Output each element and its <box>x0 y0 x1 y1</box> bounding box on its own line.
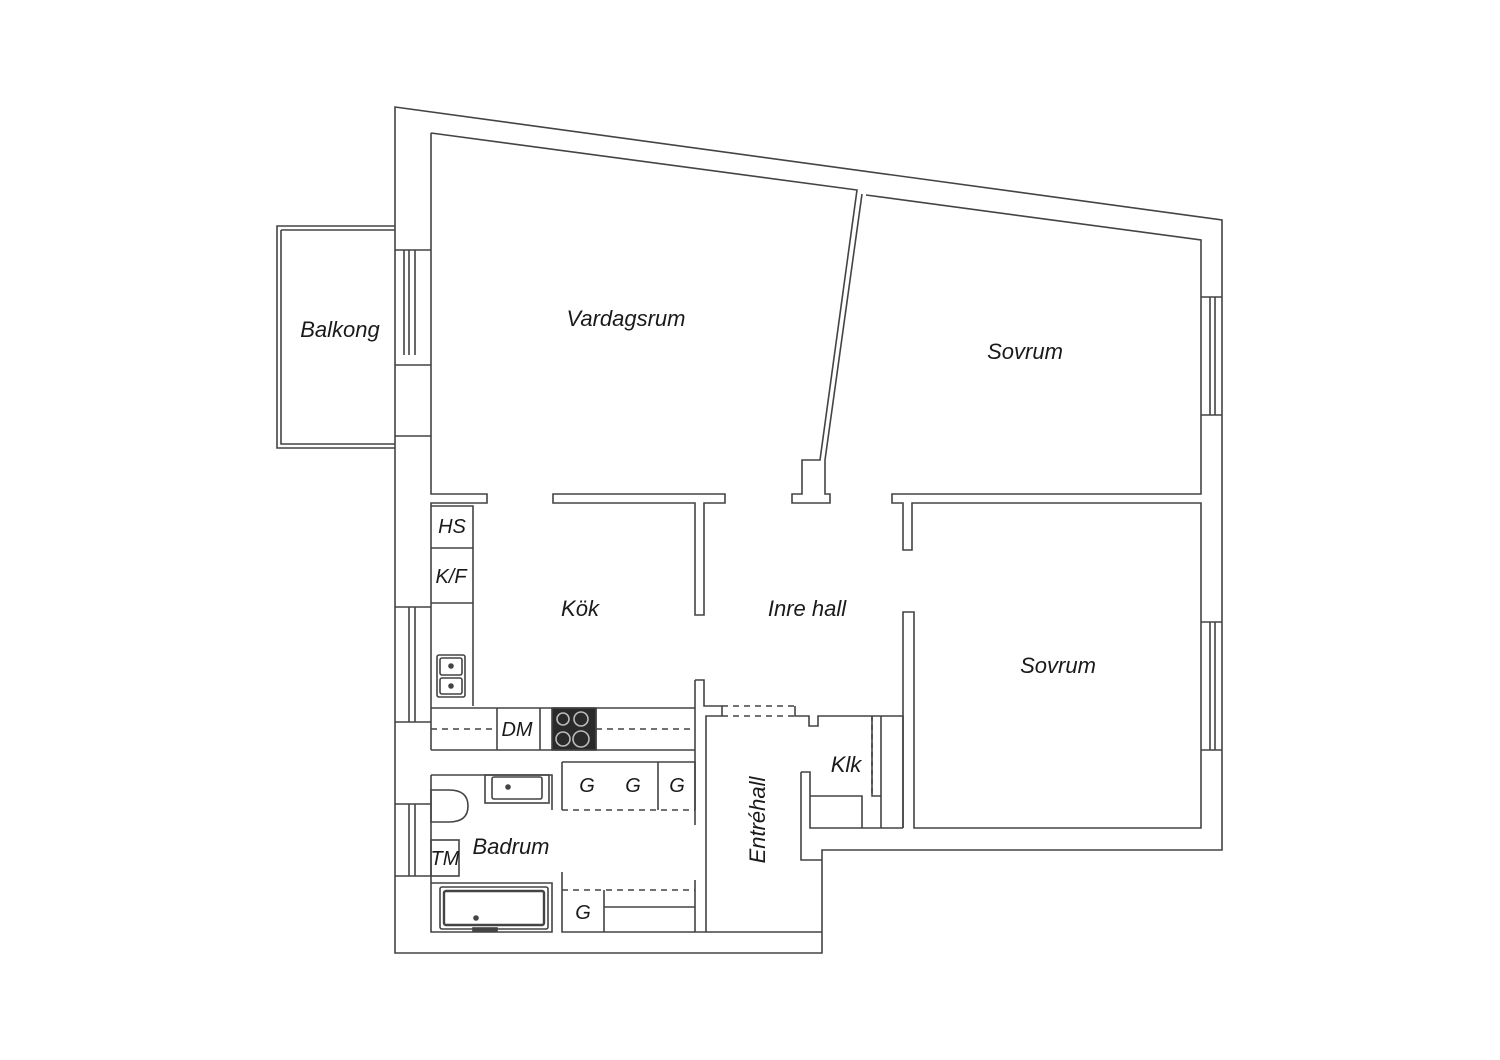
fixture-label-g2: G <box>625 775 641 797</box>
toilet <box>430 789 469 823</box>
bathtub <box>439 886 549 930</box>
tm-box <box>430 839 460 877</box>
room-label-entrehall: Entréhall <box>745 775 770 863</box>
wardrobe-group-top <box>561 761 696 810</box>
klk-wall <box>801 716 903 829</box>
hall-wall-right <box>794 706 904 828</box>
hall-wall-left <box>694 679 723 933</box>
fixture-label-tm: TM <box>431 848 460 870</box>
fixture-label-g3: G <box>669 775 685 797</box>
window-kok <box>395 606 431 723</box>
kok-top-wall <box>552 493 726 616</box>
sovrum-1-wall <box>865 194 1202 829</box>
fixture-label-hs: HS <box>438 516 466 538</box>
kitchen-counter-left <box>431 505 474 706</box>
window-badrum <box>395 803 431 877</box>
room-label-sovrum-2: Sovrum <box>1020 653 1096 678</box>
wardrobe-group-bottom <box>561 872 695 933</box>
room-label-klk: Klk <box>831 752 863 777</box>
entrehall-wall <box>706 772 822 933</box>
sink <box>436 654 466 698</box>
vardagsrum-wall <box>430 132 863 504</box>
room-label-inre-hall: Inre hall <box>768 596 847 621</box>
room-label-sovrum-1: Sovrum <box>987 339 1063 364</box>
window-sovrum-2 <box>1201 621 1222 751</box>
washbasin <box>484 774 550 804</box>
room-label-balkong: Balkong <box>300 317 380 342</box>
window-sovrum-1 <box>1201 296 1222 416</box>
fixture-label-kf: K/F <box>435 566 468 588</box>
fixture-label-g4: G <box>575 902 591 924</box>
balkong <box>276 225 395 449</box>
room-label-badrum: Badrum <box>472 834 549 859</box>
fixture-label-g1: G <box>579 775 595 797</box>
room-label-vardagsrum: Vardagsrum <box>566 306 685 331</box>
room-label-kok: Kök <box>561 596 600 621</box>
badrum-wall <box>430 774 553 933</box>
fixture-label-dm: DM <box>501 719 532 741</box>
vardagsrum-left-wall <box>430 133 488 706</box>
outer-wall <box>394 106 1223 954</box>
window-vardagsrum <box>395 249 431 366</box>
